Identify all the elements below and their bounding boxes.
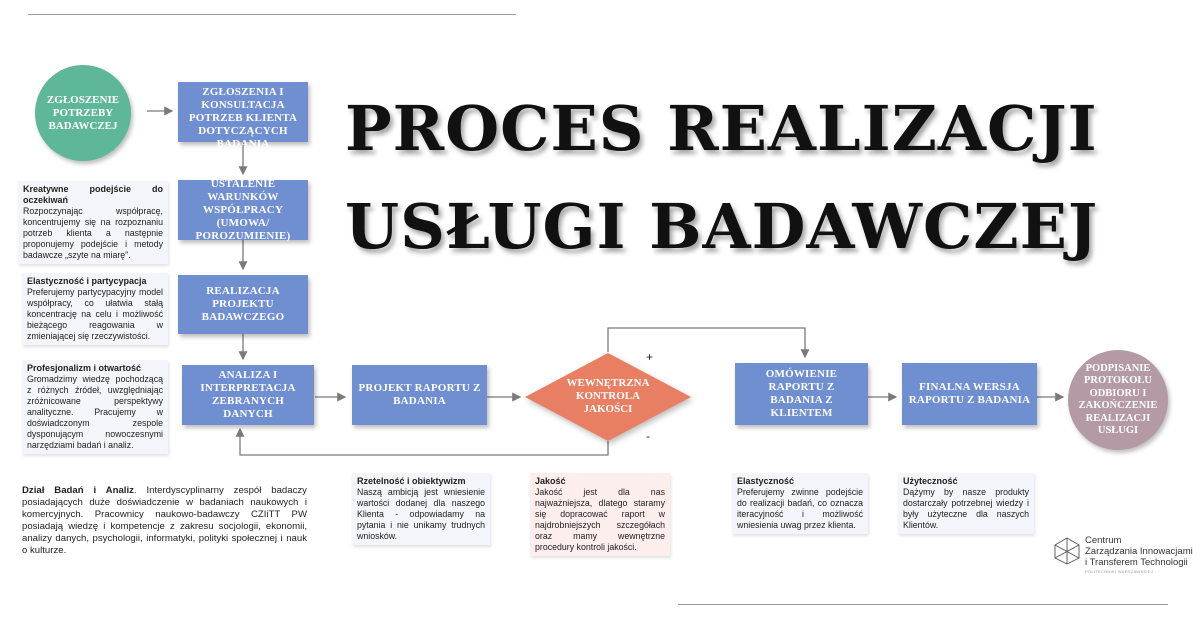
note-uzytecznosc: Użyteczność Dążymy by nasze produkty dos… xyxy=(898,473,1034,534)
dept-description: Dział Badań i Analiz. Interdyscyplinarny… xyxy=(22,485,307,557)
decision-minus-label: - xyxy=(646,429,650,443)
decision-label: WEWNĘTRZNA KONTROLA JAKOŚCI xyxy=(566,377,650,415)
note-profesjonalizm-title: Profesjonalizm i otwartość xyxy=(27,363,142,373)
note-elastycznosc2: Elastyczność Preferujemy zwinne podejści… xyxy=(732,473,868,534)
note-kreatywne: Kreatywne podejście do oczekiwań Rozpocz… xyxy=(18,181,168,264)
note-kreatywne-title: Kreatywne podejście do oczekiwań xyxy=(23,184,163,205)
logo-line-3: i Transferem Technologii xyxy=(1085,557,1188,568)
step-projekt-raportu: PROJEKT RAPORTU Z BADANIA xyxy=(352,365,487,425)
dept-name: Dział Badań i Analiz xyxy=(22,485,134,496)
logo-line-2: Zarządzania Innowacjami xyxy=(1085,546,1193,557)
step-analiza-danych: ANALIZA I INTERPRETACJA ZEBRANYCH DANYCH xyxy=(182,365,314,425)
note-elastycznosc: Elastyczność i partycypacja Preferujemy … xyxy=(22,273,168,345)
bottom-rule xyxy=(678,604,1168,605)
note-elastycznosc-text: Preferujemy partycypacyjny model współpr… xyxy=(27,287,163,341)
logo-text: Centrum Zarządzania Innowacjami i Transf… xyxy=(1085,535,1193,568)
note-rzetelnosc-text: Naszą ambicją jest wniesienie wartości d… xyxy=(357,487,485,541)
decision-plus-label: + xyxy=(646,350,654,364)
step-ustalenie-warunkow: USTALENIE WARUNKÓW WSPÓŁPRACY (UMOWA/ PO… xyxy=(178,178,308,242)
logo-subtitle: POLITECHNIKI WARSZAWSKIEJ xyxy=(1085,569,1154,574)
note-elastycznosc2-text: Preferujemy zwinne podejście do realizac… xyxy=(737,487,863,530)
title-line-1: PROCES REALIZACJI xyxy=(345,92,1098,165)
step-omowienie-raportu: OMÓWIENIE RAPORTU Z BADANIA Z KLIENTEM xyxy=(735,363,868,425)
note-rzetelnosc-title: Rzetelność i obiektywizm xyxy=(357,476,466,486)
step-finalna-wersja: FINALNA WERSJA RAPORTU Z BADANIA xyxy=(902,363,1037,425)
decision-diamond xyxy=(525,353,691,441)
arrow-decision-minus xyxy=(235,427,609,456)
note-profesjonalizm-text: Gromadzimy wiedzę pochodzącą z różnych ź… xyxy=(27,374,163,450)
note-elastycznosc2-title: Elastyczność xyxy=(737,476,795,486)
note-kreatywne-text: Rozpoczynając współpracę, koncentrujemy … xyxy=(23,206,163,260)
title-line-2: USŁUGI BADAWCZEJ xyxy=(345,190,1099,263)
note-uzytecznosc-text: Dążymy by nasze produkty dostarczały pot… xyxy=(903,487,1029,530)
dept-text: . Interdyscyplinarny zespół badaczy posi… xyxy=(22,485,307,556)
start-circle: ZGŁOSZENIE POTRZEBY BADAWCZEJ xyxy=(35,65,131,161)
note-jakosc: Jakość Jakość jest dla nas najważniejsza… xyxy=(530,473,670,556)
czitt-logo-icon xyxy=(1054,537,1080,565)
note-uzytecznosc-title: Użyteczność xyxy=(903,476,958,486)
arrow-decision-plus xyxy=(607,327,810,359)
note-jakosc-text: Jakość jest dla nas najważniejsza, dlate… xyxy=(535,487,665,552)
note-profesjonalizm: Profesjonalizm i otwartość Gromadzimy wi… xyxy=(22,360,168,454)
step-analiza-zgloszenia: ANALIZA ZGŁOSZENIA I KONSULTACJA POTRZEB… xyxy=(178,73,308,150)
step-realizacja-projektu: REALIZACJA PROJEKTU BADAWCZEGO xyxy=(178,275,308,334)
top-rule xyxy=(28,14,516,15)
end-circle: PODPISANIE PROTOKOŁU ODBIORU I ZAKOŃCZEN… xyxy=(1068,350,1168,450)
note-rzetelnosc: Rzetelność i obiektywizm Naszą ambicją j… xyxy=(352,473,490,545)
note-jakosc-title: Jakość xyxy=(535,476,566,486)
logo-line-1: Centrum xyxy=(1085,535,1122,546)
note-elastycznosc-title: Elastyczność i partycypacja xyxy=(27,276,147,286)
